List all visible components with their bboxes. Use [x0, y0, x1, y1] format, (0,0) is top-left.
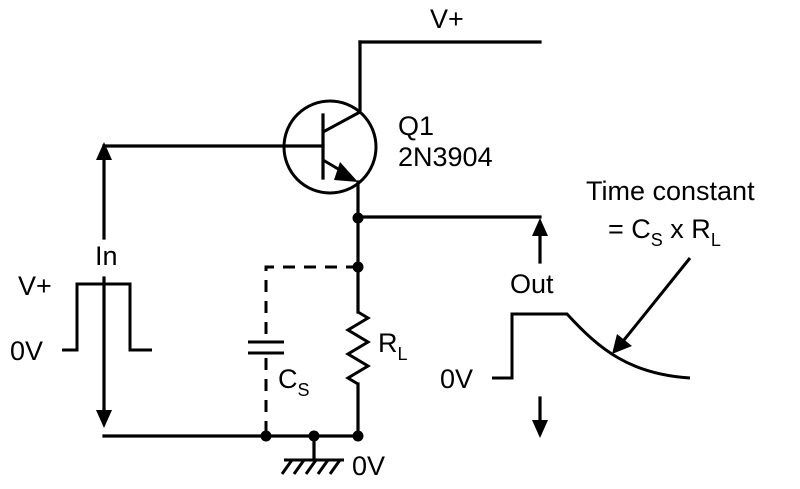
ground-node-dot-cap	[260, 430, 272, 442]
time-constant-pointer-icon	[612, 334, 632, 354]
ground-label: 0V	[352, 451, 385, 481]
input-low-label: 0V	[10, 336, 43, 366]
transistor-ref-label: Q1	[398, 111, 434, 141]
output-label: Out	[510, 269, 554, 299]
resistor-label: RL	[378, 328, 408, 364]
time-constant-pointer-line	[622, 257, 692, 341]
transistor-part-label: 2N3904	[398, 142, 493, 172]
output-arrow-down-icon	[532, 420, 548, 438]
output-arrow-up-icon	[532, 218, 548, 236]
capacitor-top-wire	[264, 265, 358, 338]
time-constant-title: Time constant	[586, 176, 755, 206]
supply-label: V+	[430, 4, 464, 34]
input-label: In	[95, 241, 118, 271]
emitter-arrow-icon	[334, 162, 358, 182]
ground-icon	[280, 434, 344, 475]
time-constant-eq: = CS x RL	[608, 214, 721, 250]
output-low-label: 0V	[440, 364, 473, 394]
input-arrow-down-icon	[96, 410, 112, 428]
input-pulse	[62, 282, 152, 352]
transistor-q1	[282, 99, 378, 219]
input-arrow-up-icon	[96, 142, 112, 160]
transistor-collector-lead	[322, 110, 361, 134]
resistor-rl	[345, 310, 371, 386]
output-waveform	[492, 312, 691, 380]
capacitor-label: CS	[278, 364, 310, 400]
input-high-label: V+	[18, 271, 52, 301]
ground-node-dot-res	[352, 430, 364, 442]
